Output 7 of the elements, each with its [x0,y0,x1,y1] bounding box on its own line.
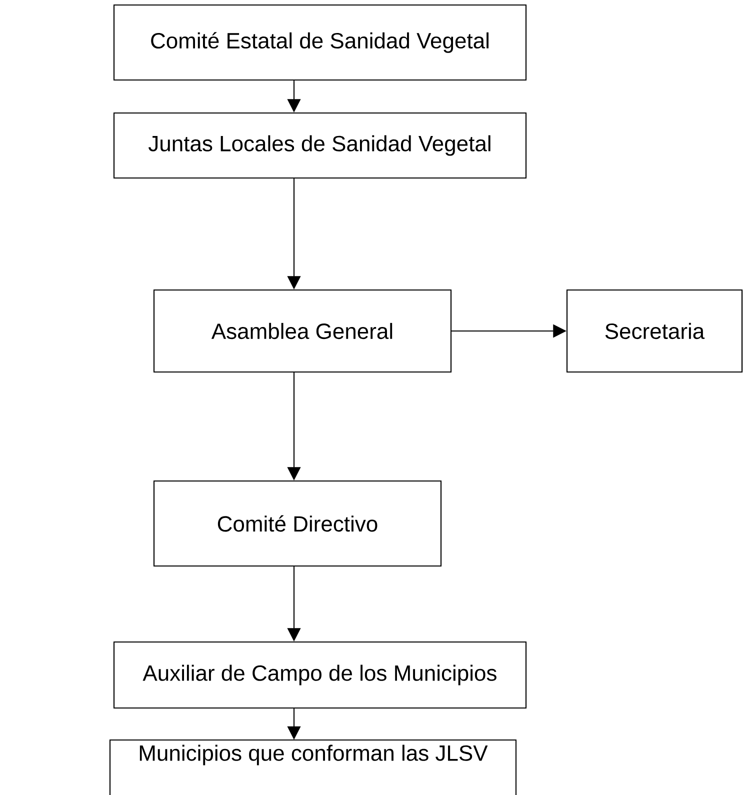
process-box: Municipios que conforman las JLSV [109,739,517,795]
process-box: Asamblea General [153,289,452,373]
process-box: Secretaria [566,289,743,373]
process-box: Auxiliar de Campo de los Municipios [113,641,527,709]
process-box: Comité Estatal de Sanidad Vegetal [113,4,527,81]
process-box: Comité Directivo [153,480,442,567]
process-box: Juntas Locales de Sanidad Vegetal [113,112,527,179]
